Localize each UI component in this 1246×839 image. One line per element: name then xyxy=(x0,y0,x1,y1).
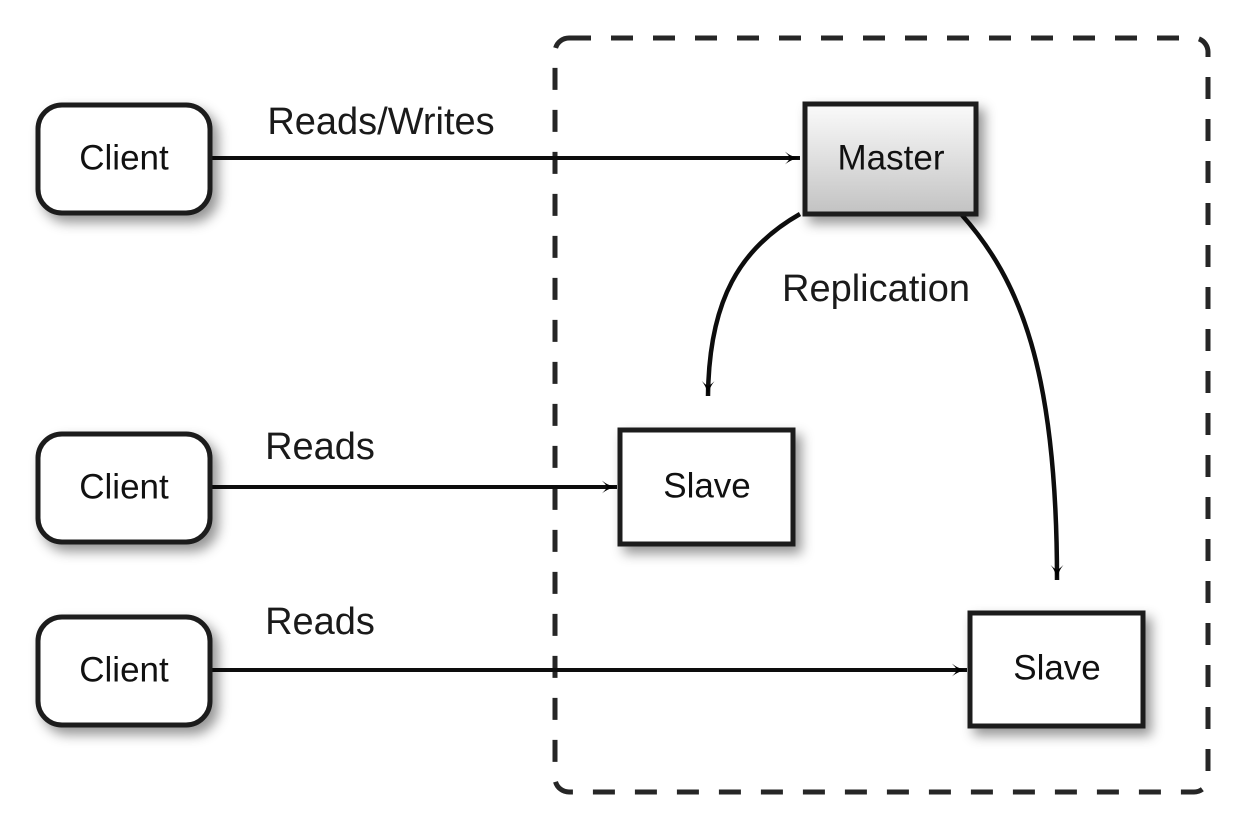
client-1-label: Client xyxy=(79,138,169,177)
edge-label-replication: Replication xyxy=(782,268,970,310)
client-2-shape xyxy=(35,431,213,545)
master-shape xyxy=(802,101,979,217)
node-slave-1[interactable]: Slave xyxy=(617,427,796,547)
slave-2-label: Slave xyxy=(1013,648,1101,687)
client-2-label: Client xyxy=(79,467,169,506)
slave-1-label: Slave xyxy=(663,466,751,505)
node-client-2[interactable]: Client xyxy=(35,431,213,545)
client-3-label: Client xyxy=(79,650,169,689)
node-master[interactable]: Master xyxy=(802,101,979,217)
node-slave-2[interactable]: Slave xyxy=(967,610,1146,729)
node-client-3[interactable]: Client xyxy=(35,614,213,728)
replication-boundary xyxy=(552,35,1211,795)
edge-master-to-slave1 xyxy=(701,212,802,397)
edge-label-reads-writes: Reads/Writes xyxy=(267,101,494,143)
slave-2-shape xyxy=(967,610,1146,729)
client-3-shape xyxy=(35,614,213,728)
edge-master-to-slave2 xyxy=(959,212,1064,581)
master-label: Master xyxy=(838,138,945,177)
slave-1-shape xyxy=(617,427,796,547)
edge-label-reads-slave1: Reads xyxy=(265,426,375,468)
edge-label-reads-slave2: Reads xyxy=(265,601,375,643)
node-client-1[interactable]: Client xyxy=(35,102,213,216)
client-1-shape xyxy=(35,102,213,216)
